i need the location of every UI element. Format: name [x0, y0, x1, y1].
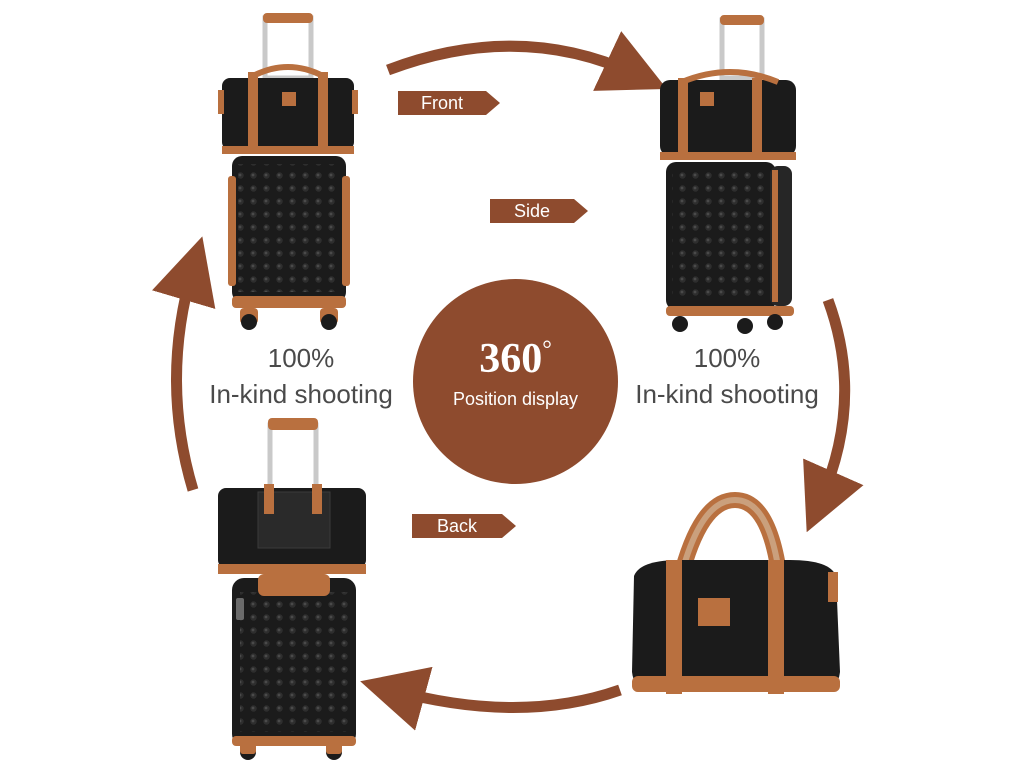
- right-caption-percentage: 100%: [693, 343, 761, 373]
- center-title: 360°: [413, 335, 618, 383]
- center-subtitle: Position display: [452, 389, 579, 409]
- back-view-luggage-set: [218, 418, 366, 760]
- degree-value: 360: [479, 336, 543, 382]
- rotation-arrow-icon: [803, 298, 864, 533]
- right-caption: 100% In-kind shooting: [616, 340, 838, 412]
- left-caption-text: In-kind shooting: [209, 379, 393, 409]
- side-label: Side: [490, 199, 588, 223]
- left-caption-percentage: 100%: [267, 343, 335, 373]
- rotation-arrow-icon: [152, 236, 216, 492]
- front-label: Front: [398, 91, 500, 115]
- back-label: Back: [412, 514, 516, 538]
- front-view-luggage-set: [218, 13, 358, 330]
- duffel-bag-view: [632, 491, 840, 694]
- side-view-luggage-set: [660, 15, 796, 334]
- rotation-arrow-icon: [360, 666, 622, 731]
- degree-mark: °: [542, 337, 552, 363]
- right-caption-text: In-kind shooting: [635, 379, 819, 409]
- left-caption: 100% In-kind shooting: [186, 340, 416, 412]
- center-badge: 360° Position display: [413, 279, 618, 484]
- rotation-arrow-icon: [386, 31, 667, 91]
